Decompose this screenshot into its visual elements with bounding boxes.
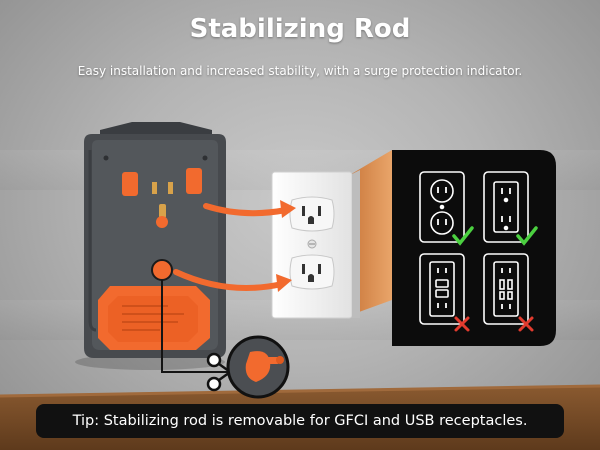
insert-arrow-icon [203, 200, 296, 218]
surge-protector-device [84, 122, 226, 358]
usb-outlet-icon [483, 253, 529, 325]
insert-arrow-icon [173, 269, 292, 292]
tip-bar: Tip: Stabilizing rod is removable for GF… [36, 404, 564, 438]
cross-icon [454, 316, 470, 332]
page-title: Stabilizing Rod [189, 14, 411, 44]
rod-highlight [151, 259, 173, 281]
surge-indicator-panel [98, 286, 210, 350]
orange-tab [122, 172, 138, 196]
orange-tab [186, 168, 202, 194]
gfci-outlet-icon [419, 253, 465, 325]
callout-line [161, 280, 236, 373]
rod-zoom-circle [226, 335, 290, 399]
wall-outlet [271, 150, 392, 319]
check-icon [516, 226, 538, 246]
decora-outlet-icon [483, 171, 529, 243]
page-subtitle: Easy installation and increased stabilit… [77, 64, 523, 78]
tip-text: Tip: Stabilizing rod is removable for GF… [72, 413, 528, 429]
compatibility-panel [392, 150, 556, 346]
check-icon [452, 226, 474, 246]
cross-icon [518, 316, 534, 332]
stabilizing-rod [159, 204, 166, 218]
duplex-outlet-icon [419, 171, 465, 243]
